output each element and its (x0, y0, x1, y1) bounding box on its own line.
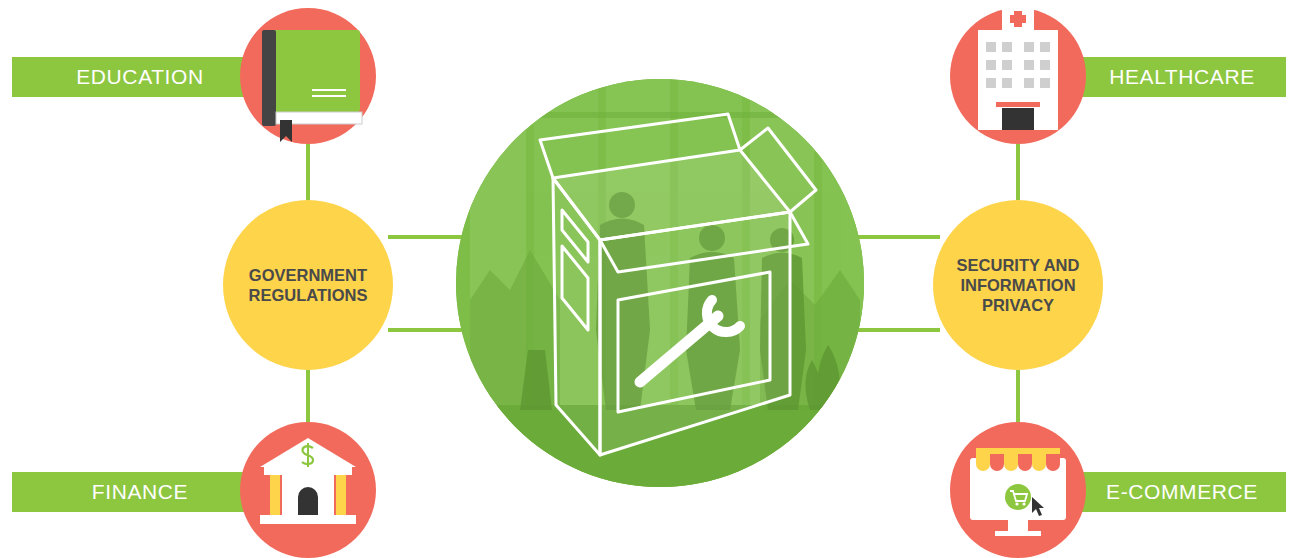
sector-band: FINANCE (12, 422, 376, 558)
book-icon (240, 8, 376, 144)
sector-label: HEALTHCARE (1078, 57, 1286, 97)
connector-line (1016, 144, 1020, 200)
topic-label: SECURITY AND INFORMATION PRIVACY (942, 255, 1094, 315)
connector-line (1016, 370, 1020, 422)
central-illustration (456, 79, 872, 495)
bank-icon (240, 422, 376, 558)
sector-band: E-COMMERCE (950, 422, 1298, 558)
topic-label: GOVERNMENT REGULATIONS (232, 265, 384, 305)
shop-icon (950, 422, 1086, 558)
connector-line (306, 370, 310, 422)
sector-band: EDUCATION (12, 8, 376, 144)
sector-label: EDUCATION (22, 57, 258, 97)
hospital-icon (950, 8, 1086, 144)
sector-label: E-COMMERCE (1078, 472, 1286, 512)
topic-circle: GOVERNMENT REGULATIONS (223, 200, 393, 370)
connector-layer (308, 144, 1018, 422)
topic-circle: SECURITY AND INFORMATION PRIVACY (933, 200, 1103, 370)
sector-band: HEALTHCARE (950, 8, 1298, 144)
connector-line (306, 144, 310, 200)
sector-label: FINANCE (22, 472, 258, 512)
